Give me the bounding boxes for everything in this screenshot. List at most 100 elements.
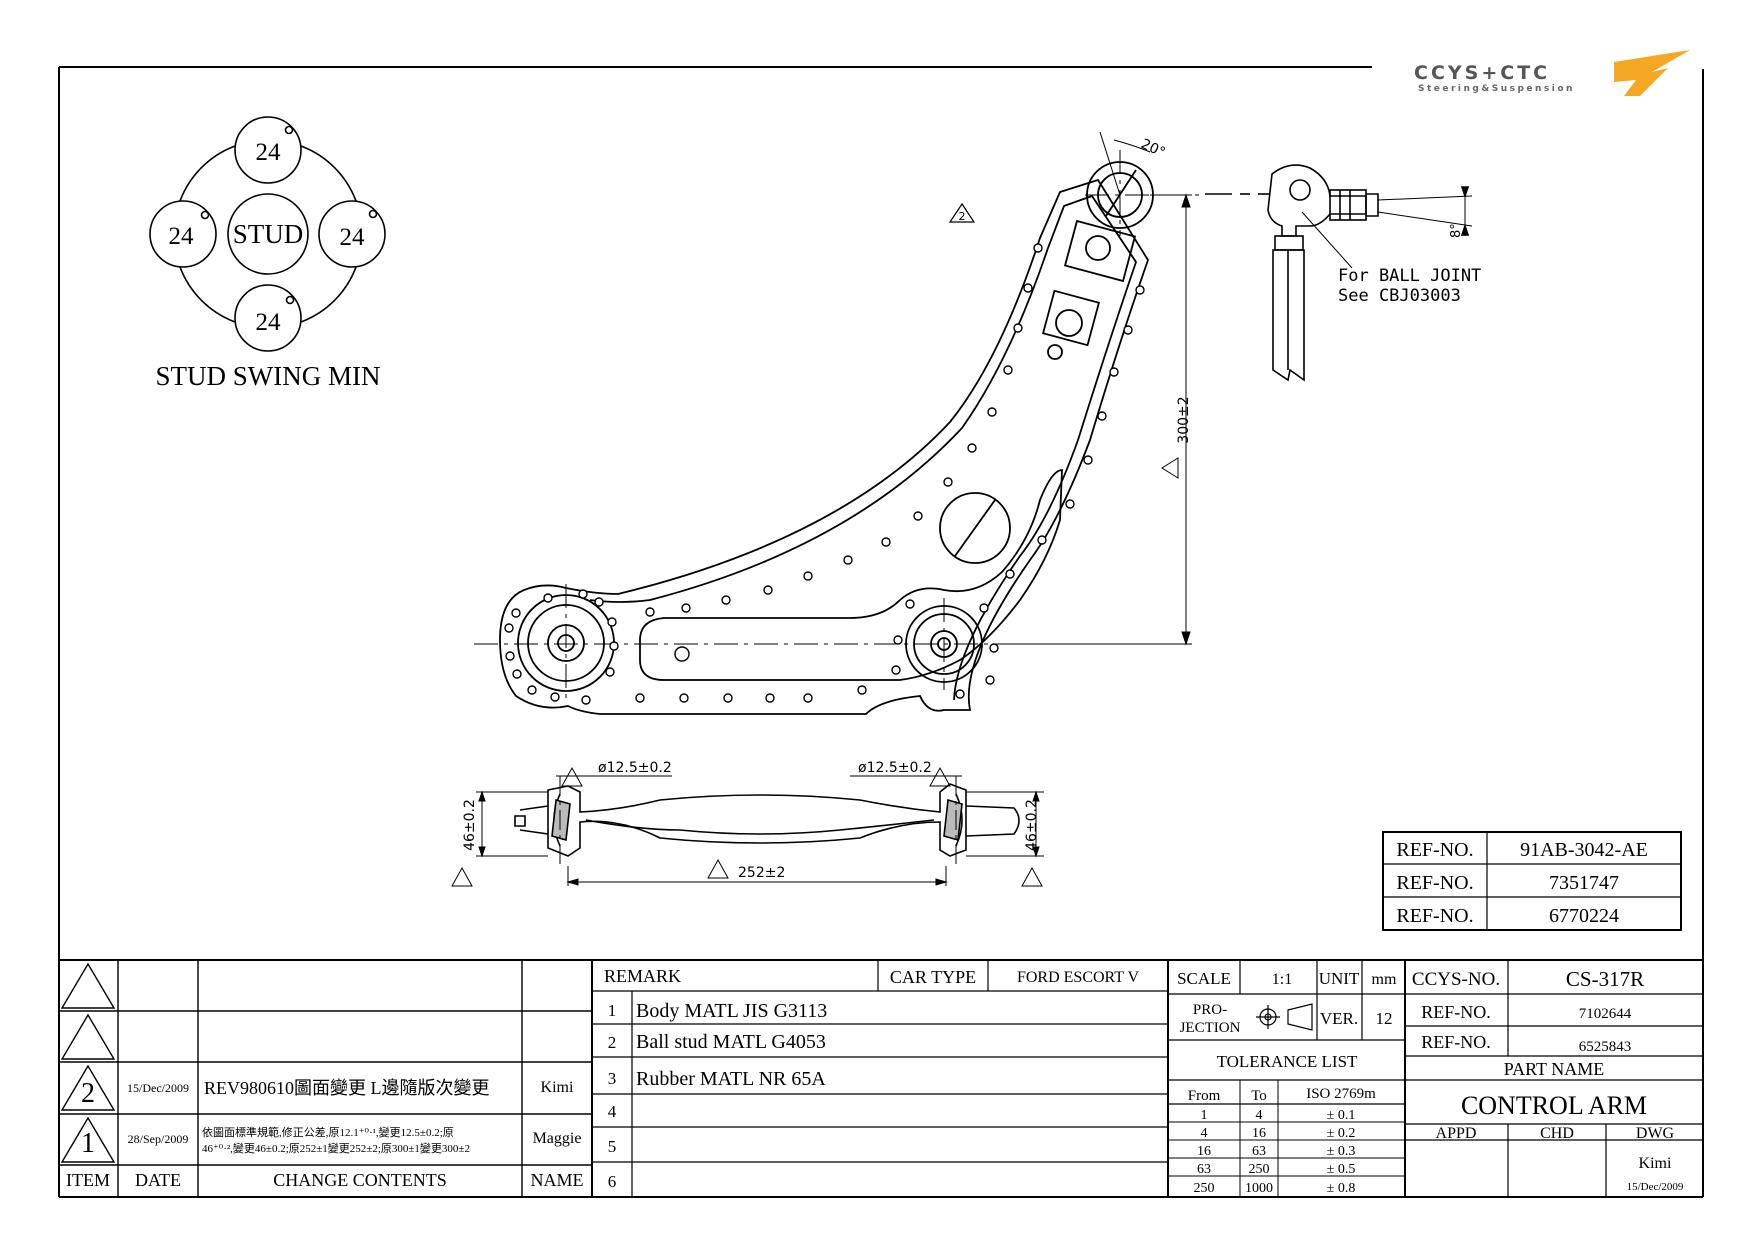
projection-label-2: JECTION	[1180, 1020, 1241, 1036]
tolerance-title: TOLERANCE LIST	[1217, 1052, 1358, 1071]
remark-header: REMARK	[604, 966, 681, 986]
title-ref2-value: 6525843	[1579, 1039, 1632, 1055]
tol-from-4: 63	[1197, 1162, 1211, 1177]
revision-mark-label: 2	[959, 210, 966, 223]
remark-no-6: 6	[608, 1172, 617, 1191]
rev-header-date: DATE	[135, 1170, 181, 1190]
rev-row-1-contents-line2: 46⁺⁰·²,變更46±0.2;原252±1變更252±2;原300±1變更30…	[202, 1141, 470, 1155]
remark-no-2: 2	[608, 1033, 617, 1052]
car-type-label: CAR TYPE	[890, 967, 976, 987]
logo-brand: CCYS+CTC	[1414, 62, 1550, 84]
logo-wing-icon	[1614, 50, 1690, 96]
part-name: CONTROL ARM	[1461, 1091, 1647, 1120]
angle-8-label: 8°	[1449, 223, 1464, 238]
tol-to-4: 250	[1249, 1162, 1270, 1177]
remark-text-1: Body MATL JIS G3113	[636, 1000, 827, 1022]
ref-box-value-1: 91AB-3042-AE	[1520, 839, 1648, 861]
dwg-label: DWG	[1636, 1125, 1675, 1142]
angle-bottom: 24	[256, 309, 282, 336]
remark-text-2: Ball stud MATL G4053	[636, 1031, 826, 1053]
rev-row-2-name: Kimi	[541, 1079, 574, 1096]
stud-label: STUD	[233, 219, 304, 249]
stud-swing-caption: STUD SWING MIN	[156, 361, 381, 391]
unit-value: mm	[1372, 971, 1397, 988]
ref-box-label-3: REF-NO.	[1396, 905, 1473, 927]
projection-label-1: PRO-	[1193, 1002, 1227, 1018]
scale-label: SCALE	[1177, 969, 1231, 988]
tol-value-4: ± 0.5	[1327, 1162, 1356, 1177]
drawing-border	[58, 66, 1704, 1198]
dwg-name: Kimi	[1639, 1155, 1672, 1172]
rev-row-1-item: 1	[81, 1128, 95, 1159]
tol-header-iso: ISO 2769m	[1306, 1086, 1376, 1102]
rev-header-name: NAME	[531, 1170, 584, 1190]
angle-left: 24	[169, 223, 195, 250]
unit-label: UNIT	[1319, 969, 1360, 988]
chd-label: CHD	[1540, 1125, 1574, 1142]
title-ref1-label: REF-NO.	[1421, 1002, 1491, 1022]
ref-box-value-3: 6770224	[1549, 905, 1619, 927]
scale-value: 1:1	[1272, 971, 1292, 988]
rev-header-item: ITEM	[66, 1170, 110, 1190]
remark-text-3: Rubber MATL NR 65A	[636, 1068, 826, 1090]
title-ref2-label: REF-NO.	[1421, 1032, 1491, 1052]
ball-joint-note-line2: See CBJ03003	[1338, 286, 1461, 306]
tol-header-from: From	[1188, 1088, 1221, 1104]
angle-20-label: 20°	[1138, 136, 1167, 161]
ver-value: 12	[1376, 1009, 1393, 1028]
control-arm-top-view	[474, 131, 1200, 715]
rev-row-1-date: 28/Sep/2009	[128, 1132, 189, 1146]
tol-header-to: To	[1251, 1088, 1267, 1104]
tol-from-1: 1	[1201, 1108, 1208, 1123]
control-arm-front-view	[514, 776, 1020, 866]
angle-top: 24	[256, 139, 282, 166]
tol-value-3: ± 0.3	[1327, 1144, 1356, 1159]
rev-row-2-contents: REV980610圖面變更 L邊隨版次變更	[204, 1078, 490, 1098]
ref-number-box	[1382, 831, 1682, 931]
ref-box-value-2: 7351747	[1549, 872, 1619, 894]
tol-to-3: 63	[1252, 1144, 1266, 1159]
revision-mark-icon: 2	[948, 202, 976, 223]
tol-to-5: 1000	[1245, 1181, 1273, 1196]
tol-from-5: 250	[1194, 1181, 1215, 1196]
remark-no-3: 3	[608, 1069, 617, 1088]
rev-header-contents: CHANGE CONTENTS	[273, 1170, 447, 1190]
remark-no-1: 1	[608, 1001, 617, 1020]
stud-swing-diagram: STUD 24 24 24 24 STUD SWING MIN	[149, 116, 386, 391]
front-view-dimensions	[451, 766, 1044, 887]
appd-label: APPD	[1436, 1125, 1477, 1142]
dim-252-label: 252±2	[738, 865, 785, 881]
logo-tagline: Steering&Suspension	[1418, 84, 1575, 94]
dwg-date: 15/Dec/2009	[1627, 1181, 1684, 1193]
tol-value-2: ± 0.2	[1327, 1126, 1356, 1141]
ref-box-label-1: REF-NO.	[1396, 839, 1473, 861]
rev-row-2-date: 15/Dec/2009	[127, 1081, 189, 1095]
rev-row-1-contents-line1: 依圖面標準規範,修正公差,原12.1⁺⁰·¹,變更12.5±0.2;原	[202, 1125, 454, 1139]
tol-value-1: ± 0.1	[1327, 1108, 1356, 1123]
tol-to-2: 16	[1252, 1126, 1266, 1141]
tol-from-3: 16	[1197, 1144, 1211, 1159]
dimension-300: 300±2	[1010, 193, 1192, 646]
tol-from-2: 4	[1201, 1126, 1208, 1141]
remark-no-4: 4	[608, 1102, 617, 1121]
dim-46-right-label: 46±0.2	[1024, 799, 1040, 851]
tol-value-5: ± 0.8	[1327, 1181, 1356, 1196]
dim-dia-right-label: ø12.5±0.2	[858, 760, 932, 776]
dim-46-left-label: 46±0.2	[462, 799, 478, 851]
projection-symbol-icon	[1256, 1003, 1313, 1031]
ball-joint-note-line1: For BALL JOINT	[1338, 266, 1481, 286]
ver-label: VER.	[1320, 1009, 1358, 1028]
ball-joint-side-view	[1205, 164, 1473, 382]
title-ref1-value: 7102644	[1579, 1006, 1632, 1022]
company-logo: CCYS+CTC Steering&Suspension	[1414, 50, 1690, 96]
ccys-no-label: CCYS-NO.	[1412, 969, 1500, 990]
angle-right: 24	[340, 224, 366, 251]
title-block-frame	[59, 959, 1703, 1197]
remark-no-5: 5	[608, 1137, 617, 1156]
ref-box-label-2: REF-NO.	[1396, 872, 1473, 894]
rev-row-2-item: 2	[81, 1078, 95, 1109]
rev-row-1-name: Maggie	[533, 1130, 582, 1147]
ccys-no-value: CS-317R	[1566, 967, 1644, 991]
dim-dia-left-label: ø12.5±0.2	[598, 760, 672, 776]
